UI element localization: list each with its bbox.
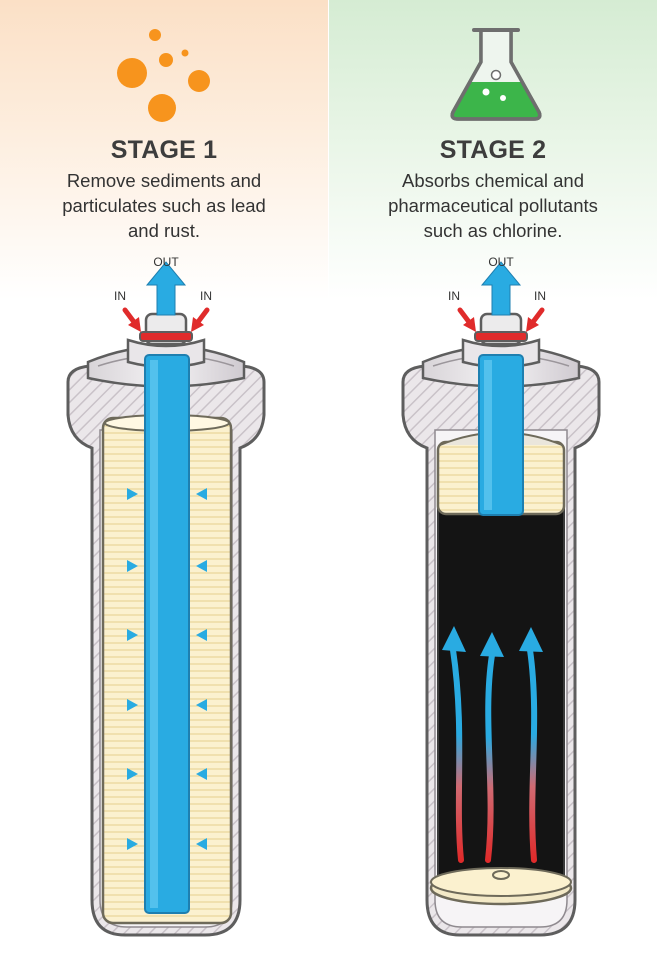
- in-label-left: IN: [448, 289, 460, 303]
- out-arrow: [480, 261, 522, 316]
- bubble: [181, 49, 189, 57]
- in-arrow-left: [122, 307, 137, 325]
- out-arrow: [145, 261, 187, 316]
- stage1-description-line: particulates such as lead: [62, 195, 266, 216]
- upward-flow-arrows: [442, 626, 543, 863]
- bubble: [188, 70, 210, 92]
- stage1-description-line: and rust.: [128, 220, 200, 241]
- seal-ring: [139, 331, 193, 342]
- stage1-background: [0, 0, 328, 300]
- bubble: [149, 29, 161, 41]
- in-arrow-right: [195, 307, 210, 325]
- bubble: [148, 94, 176, 122]
- in-arrow-left: [457, 307, 472, 325]
- stage2-description-line: pharmaceutical pollutants: [388, 195, 598, 216]
- stage1-title: STAGE 1: [110, 136, 218, 164]
- in-label-left: IN: [114, 289, 126, 303]
- chemistry-flask-icon: [450, 28, 542, 121]
- bubble: [117, 58, 147, 88]
- in-arrow-right: [530, 307, 545, 325]
- stage1-description-line: Remove sediments and: [66, 170, 262, 191]
- seal-ring: [474, 331, 528, 342]
- in-label-right: IN: [200, 289, 212, 303]
- sediment-filter-cartridge: OUT IN IN: [66, 255, 266, 937]
- in-label-right: IN: [534, 289, 546, 303]
- inward-flow-arrows: [113, 488, 221, 850]
- stage1-description: Remove sediments and particulates such a…: [0, 168, 328, 243]
- stage2-title: STAGE 2: [439, 136, 547, 164]
- stage2-description-line: such as chlorine.: [423, 220, 563, 241]
- stage2-description: Absorbs chemical and pharmaceutical poll…: [329, 168, 657, 243]
- stage2-description-line: Absorbs chemical and: [401, 170, 584, 191]
- out-label: OUT: [488, 255, 514, 269]
- out-label: OUT: [153, 255, 179, 269]
- bubble: [159, 53, 173, 67]
- sediment-bubbles-icon: [117, 29, 210, 122]
- carbon-block-filter-cartridge: OUT IN IN: [401, 255, 601, 937]
